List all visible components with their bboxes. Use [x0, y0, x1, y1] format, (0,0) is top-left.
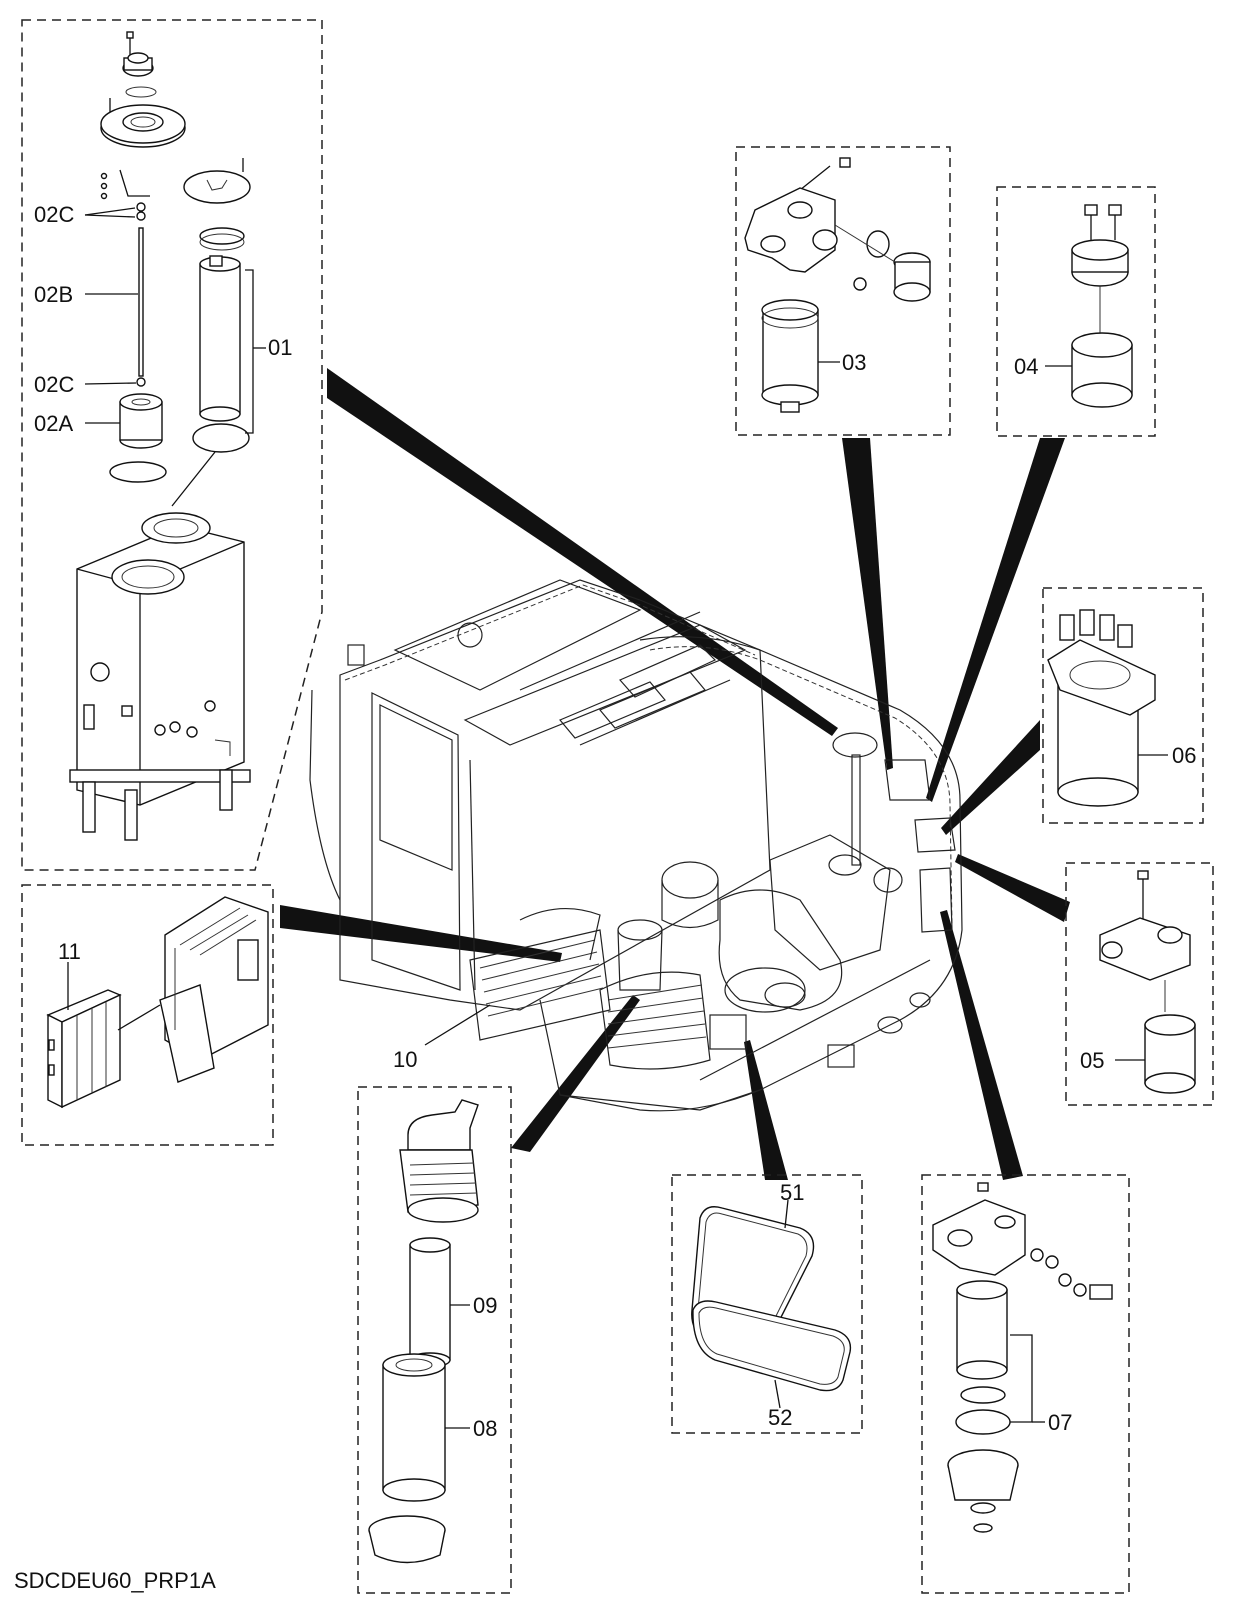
label-05: 05	[1080, 1048, 1104, 1073]
filter-07-assembly	[932, 1182, 1113, 1533]
cab-filter-element-11-icon	[46, 989, 122, 1109]
label-51: 51	[780, 1180, 804, 1205]
ray-03	[842, 438, 893, 770]
ray-01	[327, 368, 838, 736]
label-06: 06	[1172, 743, 1196, 768]
filter-05-assembly	[1099, 870, 1196, 1094]
label-52: 52	[768, 1405, 792, 1430]
hydraulic-tank-assembly	[69, 31, 266, 841]
callout-boxes	[21, 19, 1214, 1594]
filter-head-05-icon	[1099, 917, 1191, 981]
dust-cup-icon	[368, 1515, 446, 1564]
filter-bowl-07-icon	[947, 1449, 1019, 1533]
filter-element-05-icon	[1144, 1014, 1196, 1094]
ray-05	[955, 854, 1070, 922]
tank-flange-plate-icon	[100, 98, 186, 148]
ray-51	[744, 1040, 788, 1180]
label-01: 01	[268, 335, 292, 360]
label-03: 03	[842, 350, 866, 375]
cab-filter-housing-icon	[159, 896, 269, 1083]
box-hydraulic-tank	[21, 19, 323, 871]
filter-element-04-icon	[1071, 332, 1133, 408]
belt-52-icon	[692, 1300, 852, 1392]
filter-04-assembly	[1045, 204, 1133, 408]
cover-plate-icon	[183, 158, 251, 251]
label-11: 11	[58, 939, 81, 964]
tank-body-icon	[69, 512, 251, 841]
box-filter-03	[735, 146, 951, 436]
label-02c-bottom: 02C	[34, 372, 74, 397]
air-cleaner-body-icon	[399, 1099, 479, 1223]
filter-06-assembly	[1047, 609, 1168, 807]
engine-compartment-icon	[469, 636, 963, 1112]
label-09: 09	[473, 1293, 497, 1318]
ray-11	[280, 905, 562, 962]
box-cab-filter	[21, 884, 274, 1146]
ray-07	[940, 910, 1023, 1180]
filter-03-assembly	[744, 157, 931, 413]
rod-02b-icon	[136, 202, 146, 387]
excavator-machine-drawing	[309, 579, 963, 1112]
filter-head-07-icon	[932, 1199, 1026, 1276]
outer-element-08-icon	[382, 1353, 446, 1502]
drain-plug-icon	[893, 252, 931, 302]
filter-head-03-icon	[744, 187, 838, 273]
label-02a: 02A	[34, 411, 73, 436]
box-belts	[671, 1174, 863, 1434]
cab-filter-assembly	[46, 896, 269, 1109]
label-04: 04	[1014, 354, 1038, 379]
filter-head-06-icon	[1047, 609, 1156, 716]
box-filter-06	[1042, 587, 1204, 824]
return-filter-01-icon	[192, 255, 266, 453]
ray-04	[926, 438, 1065, 802]
label-08: 08	[473, 1416, 497, 1441]
label-10: 10	[393, 1047, 417, 1072]
fittings-icon	[1030, 1248, 1113, 1300]
ray-06	[941, 720, 1040, 835]
air-cleaner-assembly	[368, 1099, 479, 1564]
label-02c-top: 02C	[34, 202, 74, 227]
label-02b: 02B	[34, 282, 73, 307]
box-air-cleaner	[357, 1086, 512, 1594]
filter-head-04-icon	[1071, 239, 1129, 287]
breather-cap-icon	[122, 31, 157, 98]
inner-element-09-icon	[409, 1237, 451, 1368]
part-labels: 02C 02B 02C 02A 01 03 04 06 05 07 51 52 …	[34, 202, 1196, 1441]
filter-element-07-icon	[955, 1280, 1011, 1435]
belts-assembly	[691, 1199, 852, 1409]
box-filter-04	[996, 186, 1156, 437]
bracket-icon	[100, 169, 150, 200]
box-filter-07	[921, 1174, 1130, 1594]
filter-element-03-icon	[761, 299, 819, 413]
ray-09	[511, 995, 640, 1152]
label-07: 07	[1048, 1410, 1072, 1435]
drawing-code-caption: SDCDEU60_PRP1A	[14, 1568, 216, 1593]
strainer-02a-icon	[109, 393, 167, 483]
cab-icon	[309, 579, 771, 1011]
pointer-rays	[280, 368, 1070, 1180]
